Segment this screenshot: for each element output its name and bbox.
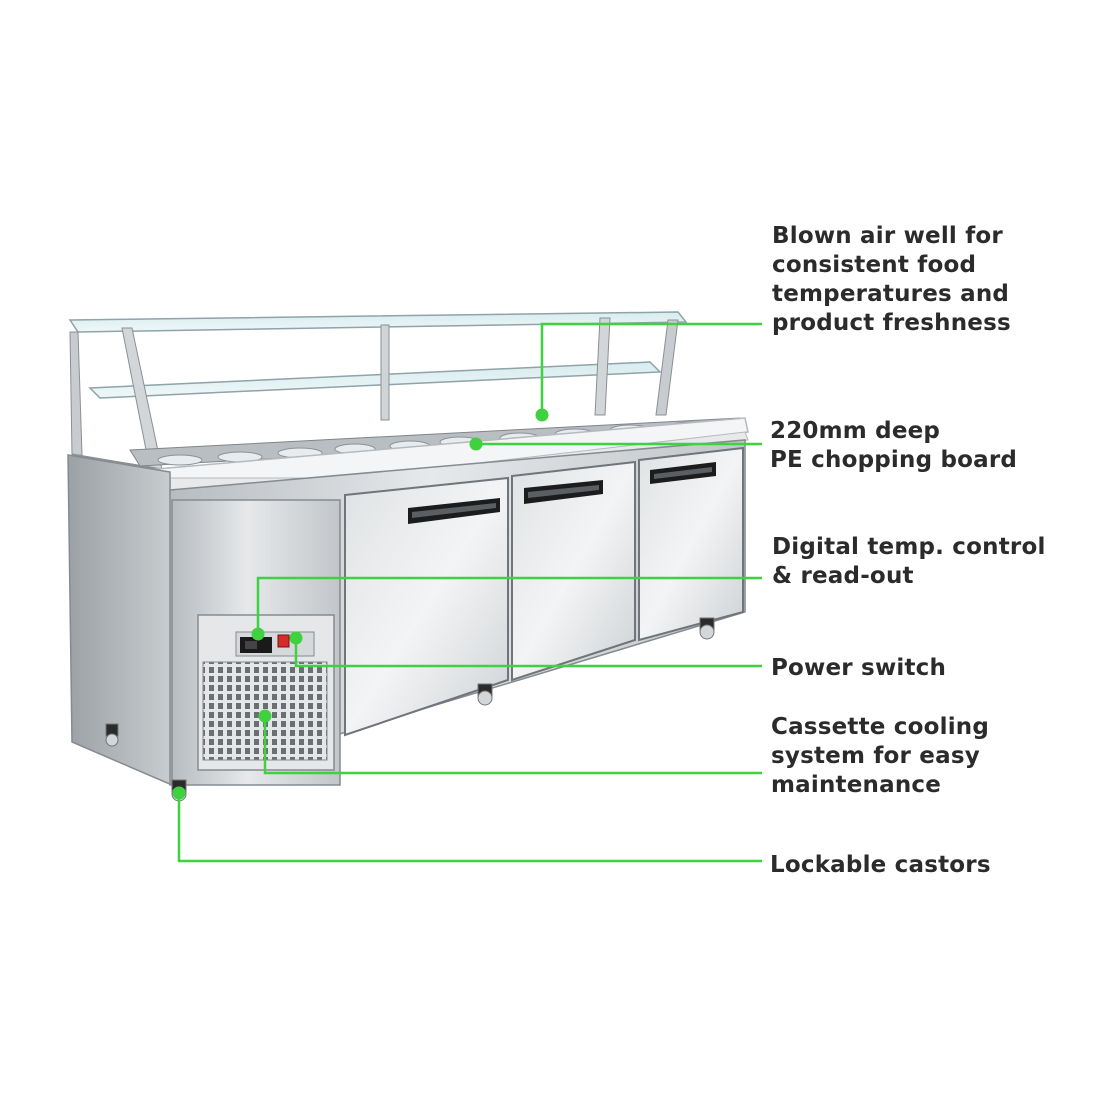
- callout-dot-icon: [251, 627, 265, 641]
- callout-dot-icon: [172, 786, 186, 800]
- callout-line: Digital temp. control: [772, 534, 1046, 560]
- callout-line: system for easy: [771, 743, 980, 769]
- callout-line: Power switch: [771, 655, 947, 681]
- leader-cooling-system: [263, 716, 762, 775]
- callout-line: Lockable castors: [770, 852, 991, 878]
- callout-dots: [172, 408, 549, 800]
- callout-line: Cassette cooling: [771, 714, 990, 740]
- door-right: [638, 446, 744, 642]
- callout-dot-icon: [258, 709, 272, 723]
- glass-canopy: [68, 311, 688, 472]
- callout-line: temperatures and: [772, 281, 1010, 307]
- door-left: [344, 476, 509, 737]
- leader-castors: [177, 793, 762, 863]
- callout-dot-icon: [469, 437, 483, 451]
- callout-cooling-system: Cassette cooling system for easy mainten…: [771, 713, 989, 800]
- callout-line: Blown air well for: [772, 223, 1003, 249]
- leader-blown-air-well: [540, 322, 762, 415]
- callout-lines: [177, 322, 762, 863]
- temp-readout: [240, 637, 272, 653]
- leader-power-switch: [294, 638, 762, 668]
- door-middle: [511, 460, 636, 682]
- callout-dot-icon: [289, 631, 303, 645]
- power-switch: [277, 634, 290, 648]
- callout-line: maintenance: [771, 772, 942, 798]
- callout-temp-control: Digital temp. control & read-out: [772, 533, 1046, 591]
- callout-dot-icon: [535, 408, 549, 422]
- callout-castors: Lockable castors: [770, 851, 991, 880]
- callout-line: 220mm deep: [770, 418, 941, 444]
- leader-temp-control: [256, 576, 762, 634]
- callout-line: PE chopping board: [770, 447, 1018, 473]
- callout-line: consistent food: [772, 252, 977, 278]
- callout-blown-air-well: Blown air well for consistent food tempe…: [772, 222, 1011, 338]
- callout-line: product freshness: [772, 310, 1011, 336]
- callout-power-switch: Power switch: [771, 654, 946, 683]
- callout-chopping-board: 220mm deep PE chopping board: [770, 417, 1017, 475]
- callout-line: & read-out: [772, 563, 914, 589]
